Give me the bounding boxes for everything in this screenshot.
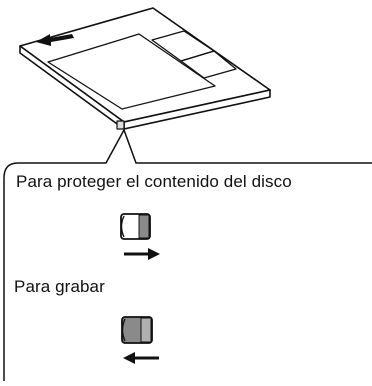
minidisc-cartridge-icon bbox=[19, 7, 271, 130]
write-protect-tab-closed-icon bbox=[121, 316, 153, 344]
protect-instruction-label: Para proteger el contenido del disco bbox=[16, 172, 292, 191]
arrow-right-icon bbox=[124, 248, 160, 260]
arrow-left-icon bbox=[123, 352, 159, 364]
callout-bubble bbox=[3, 128, 372, 381]
record-instruction-label: Para grabar bbox=[14, 277, 105, 296]
write-protect-tab-open-icon bbox=[120, 213, 151, 240]
